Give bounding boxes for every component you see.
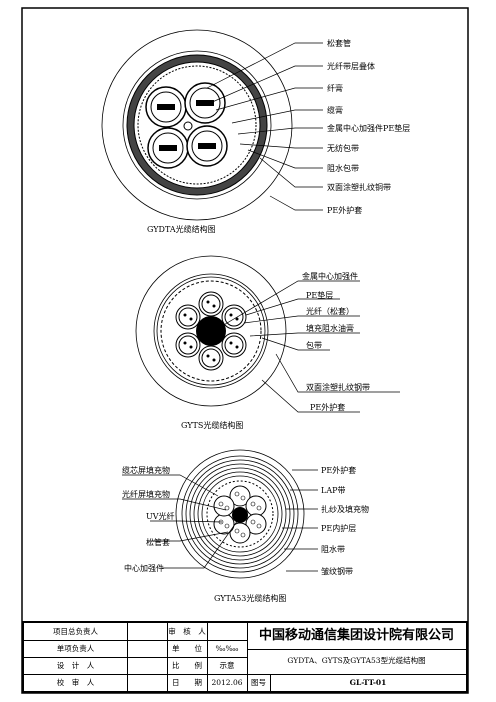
value-scale: 示意 [219,661,235,670]
gyta53-leader-lines [122,469,318,572]
label-central-member: 中心加强件 [124,563,164,573]
gyts-labels: 金属中心加强件 PE垫层 光纤（松套） 填充阻水油膏 包带 双面涂塑扎纹钢带 P… [302,271,370,412]
label-water-block-tape: 阻水带 [321,544,345,554]
label-checker: 校 审 人 [56,678,95,687]
label-fiber-filler: 光纤屏填充物 [122,489,170,499]
drawing-number: GL-TT-01 [349,678,387,687]
label-unit: 单 位 [172,644,202,653]
gydta-labels: 松套管 光纤带层叠体 纤膏 缆膏 金属中心加强件PE垫层 无纺包带 阻水包带 双… [327,38,410,215]
gydta-leader-lines [206,42,323,211]
label-project-manager: 项目总负责人 [53,627,98,636]
label-pe-sheath: PE外护套 [310,402,345,412]
gyta53-caption: GYTA53光缆结构图 [214,593,286,603]
label-uv-fiber: UV光纤 [146,511,175,521]
loose-tube-4 [186,125,228,167]
label-item-manager: 单项负责人 [56,644,95,653]
label-scale: 比 例 [172,661,202,670]
label-pe-outer-sheath: PE外护套 [321,465,356,475]
loose-tube-3 [147,127,189,169]
loose-tube-2 [184,82,226,124]
label-reviewer: 审 核 人 [168,627,206,636]
gyta53-labels: 缆芯屏填充物 光纤屏填充物 UV光纤 松管套 中心加强件 PE外护套 LAP带 … [122,465,369,576]
central-strength-member [196,316,226,346]
label-metal-central-member: 金属中心加强件 [302,271,358,281]
central-strength-member [232,507,248,523]
label-fiber-gel: 纤膏 [327,83,343,93]
gyta53-cable-cross-section [175,449,305,579]
value-date: 2012.06 [211,678,243,687]
label-nonwoven-tape: 无纺包带 [327,143,359,153]
label-water-block-tape: 阻水包带 [327,163,359,173]
gyts-cable-cross-section [135,255,287,407]
label-core-filler: 缆芯屏填充物 [122,465,170,475]
label-date: 日 期 [172,678,202,687]
label-central-member-pe: 金属中心加强件PE垫层 [327,123,410,133]
drawing-frame [21,7,469,694]
loose-tube-1 [145,86,187,128]
label-binder-filler: 扎纱及填充物 [321,504,369,514]
label-lap-tape: LAP带 [321,486,345,495]
title-block: 项目总负责人 单项负责人 设 计 人 校 审 人 审 核 人 单 位 比 例 日… [22,621,468,693]
drawing-title: GYDTA、GYTS及GYTA53型光缆结构图 [287,656,426,665]
label-wrapping-tape: 包带 [306,340,322,350]
label-loose-tube: 松套管 [327,38,351,48]
label-pe-inner-sheath: PE内护层 [321,523,356,533]
label-pe-sheath: PE外护套 [327,205,362,215]
label-coated-steel-tape: 双面涂塑扎纹钢带 [306,382,370,392]
label-ribbon-stack: 光纤带层叠体 [327,61,375,71]
value-unit: ‰‱ [215,644,239,653]
label-pe-bedding: PE垫层 [306,290,333,300]
gydta-cable-cross-section [101,29,293,221]
label-coated-steel-tape: 双面涂塑扎纹铜带 [327,182,391,192]
company-name: 中国移动通信集团设计院有限公司 [258,628,454,643]
label-cable-gel: 缆膏 [327,105,343,115]
label-loose-tube: 松管套 [146,537,170,547]
label-corrugated-steel-tape: 皱纹钢带 [321,566,353,576]
label-water-block-gel: 填充阻水油膏 [306,323,354,333]
label-fiber-loose-tube: 光纤（松套） [306,306,354,316]
label-drawing-number: 图号 [251,678,266,687]
gyts-leader-lines [221,280,400,413]
gydta-caption: GYDTA光缆结构图 [147,224,216,234]
label-designer: 设 计 人 [56,661,95,670]
gyts-caption: GYTS光缆结构图 [181,420,243,430]
